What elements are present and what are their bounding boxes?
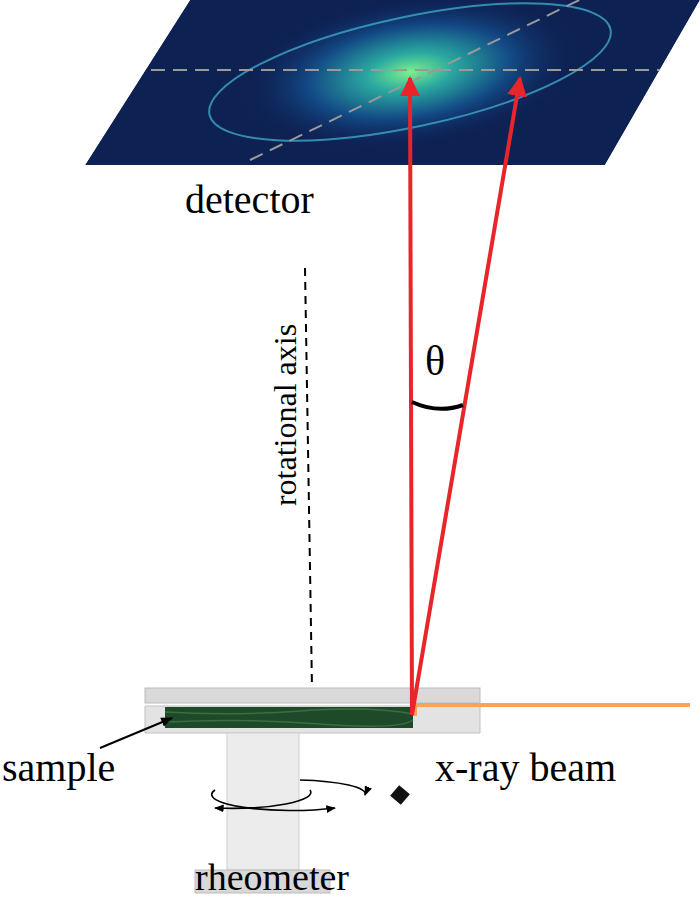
axis-label: rotational axis bbox=[269, 324, 301, 506]
rheometer-label: rheometer bbox=[195, 858, 349, 896]
xray-beam bbox=[415, 705, 690, 716]
leader-line bbox=[100, 718, 172, 748]
detector-image bbox=[85, 0, 700, 170]
angle-symbol: θ bbox=[425, 340, 445, 382]
detector-label: detector bbox=[185, 180, 314, 220]
scattered-ray bbox=[410, 78, 412, 715]
beam-label: x-ray beam bbox=[435, 748, 616, 788]
sample-label: sample bbox=[2, 748, 115, 788]
angle-arc bbox=[412, 402, 463, 409]
scattered-ray bbox=[412, 78, 520, 715]
axis-line bbox=[305, 268, 312, 688]
